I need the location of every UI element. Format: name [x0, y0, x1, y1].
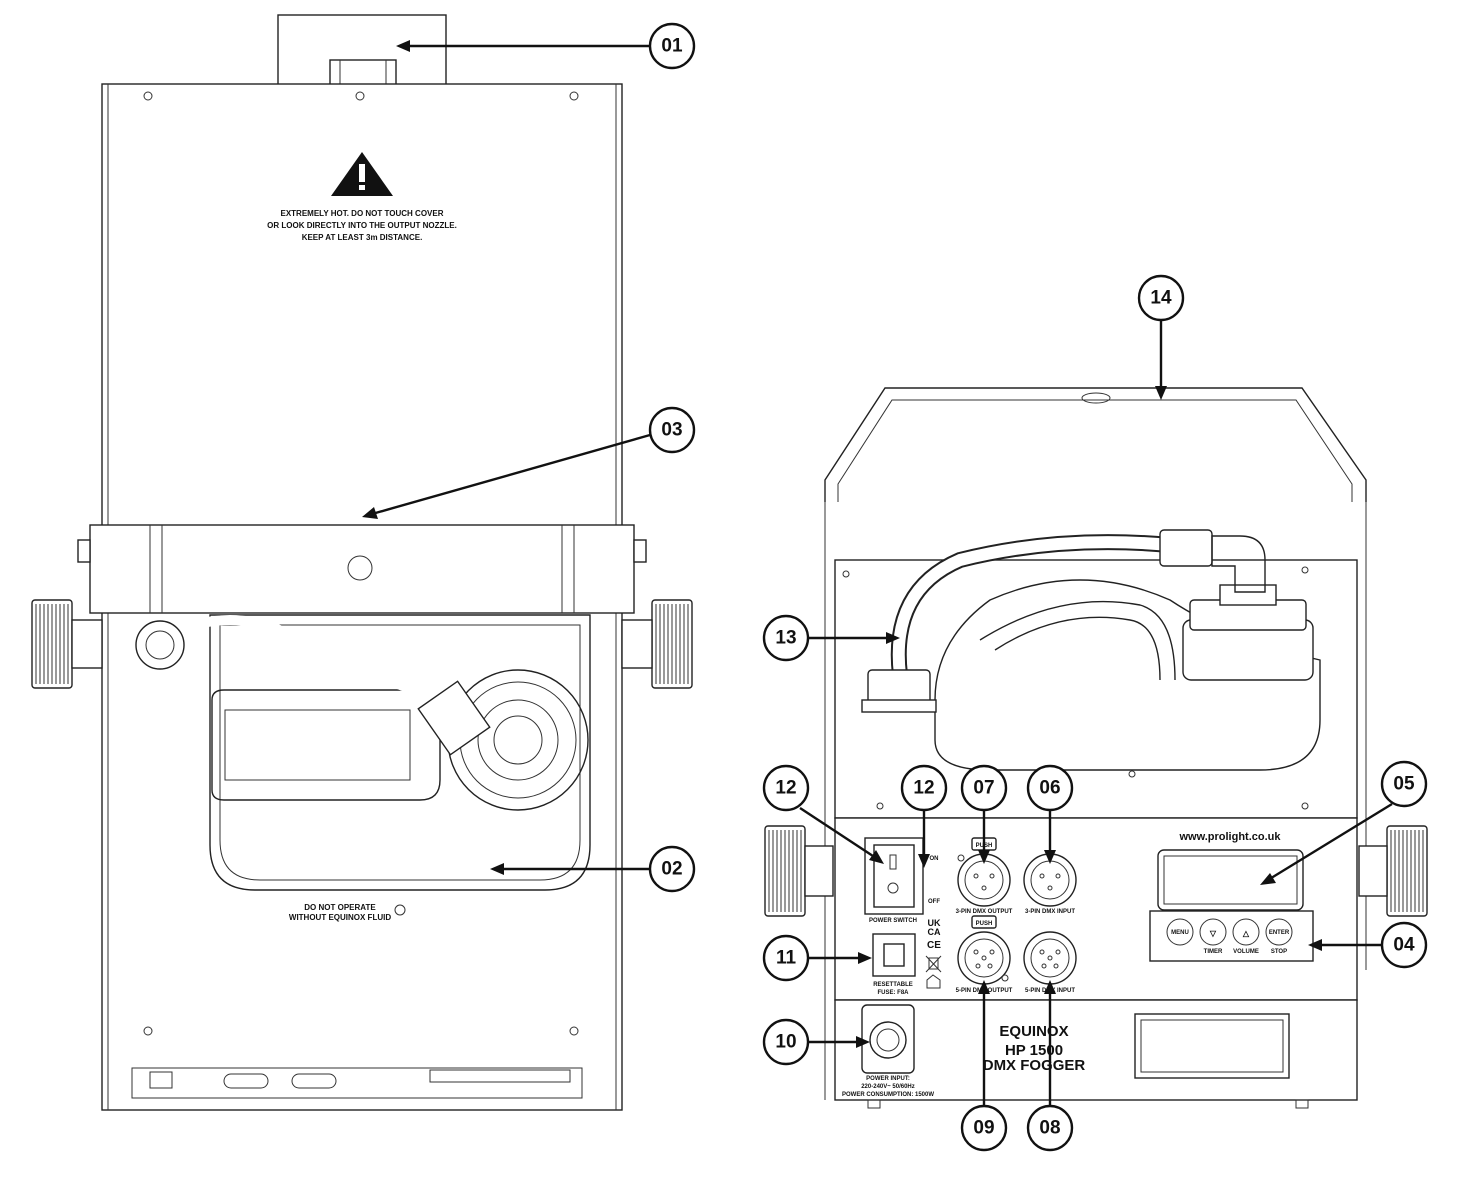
fuse-label-1: RESETTABLE — [873, 982, 913, 988]
power-switch[interactable] — [864, 837, 924, 915]
bracket-knob-right — [621, 599, 693, 689]
switch-on-label: ON — [930, 856, 939, 862]
callout-05: 05 — [1380, 760, 1428, 808]
top-view: EXTREMELY HOT. DO NOT TOUCH COVER OR LOO… — [31, 14, 693, 1111]
power-input-label-1: POWER INPUT: — [866, 1076, 910, 1082]
control-buttons-group — [1149, 910, 1314, 962]
power-switch-label: POWER SWITCH — [869, 918, 917, 924]
volume-label: VOLUME — [1233, 949, 1259, 955]
callout-12-right: 12 — [900, 764, 948, 812]
svg-text:06: 06 — [1039, 778, 1060, 799]
ukca-mark-bottom: CA — [928, 927, 941, 937]
product-label: DMX FOGGER — [983, 1057, 1086, 1074]
up-arrow-icon: △ — [1242, 929, 1250, 938]
label-plate — [1134, 1013, 1290, 1079]
ukca-mark-top: UK — [928, 918, 941, 928]
svg-text:03: 03 — [661, 420, 682, 441]
svg-text:11: 11 — [776, 948, 797, 969]
svg-text:10: 10 — [775, 1032, 796, 1053]
resettable-fuse[interactable] — [872, 933, 916, 977]
svg-text:12: 12 — [913, 778, 934, 799]
warning-line-3: KEEP AT LEAST 3m DISTANCE. — [302, 233, 423, 242]
power-input-label-3: POWER CONSUMPTION: 1500W — [842, 1092, 934, 1098]
brand-logo: EQUINOX — [999, 1023, 1068, 1040]
fuse-label-2: FUSE: F8A — [877, 990, 909, 996]
svg-text:01: 01 — [661, 36, 683, 57]
callout-07: 07 — [960, 764, 1008, 812]
model-label: HP 1500 — [1005, 1042, 1063, 1059]
enter-button[interactable]: ENTER — [1265, 918, 1293, 946]
push-label-bottom: PUSH — [976, 921, 993, 927]
rear-view: www.prolight.co.uk ON OFF POWER SWITCH R… — [764, 387, 1428, 1109]
callout-11: 11 — [762, 934, 810, 982]
timer-label: TIMER — [1204, 949, 1223, 955]
lcd-display — [1157, 849, 1304, 911]
callout-04: 04 — [1380, 921, 1428, 969]
power-input-label-2: 220-240V~ 50/60Hz — [861, 1084, 915, 1090]
menu-button[interactable]: MENU — [1166, 918, 1194, 946]
menu-button-label: MENU — [1171, 930, 1189, 936]
svg-text:02: 02 — [661, 859, 682, 880]
callout-03: 03 — [648, 406, 696, 454]
power-input-connector[interactable] — [861, 1004, 915, 1074]
stop-label: STOP — [1271, 949, 1287, 955]
svg-text:07: 07 — [973, 778, 994, 799]
fluid-note-line-2: WITHOUT EQUINOX FLUID — [289, 913, 391, 922]
svg-text:09: 09 — [973, 1118, 994, 1139]
callout-13: 13 — [762, 614, 810, 662]
switch-off-label: OFF — [928, 899, 940, 905]
ce-mark: CE — [927, 940, 941, 951]
callout-arrows — [362, 40, 1393, 1106]
enter-button-label: ENTER — [1269, 930, 1290, 936]
svg-text:13: 13 — [775, 628, 796, 649]
bottom-edge-connectors — [131, 1067, 583, 1099]
warning-line-2: OR LOOK DIRECTLY INTO THE OUTPUT NOZZLE. — [267, 221, 457, 230]
hanging-bracket — [77, 524, 647, 614]
fluid-tank — [135, 614, 591, 891]
down-button[interactable]: ▽ — [1199, 918, 1227, 946]
svg-text:12: 12 — [775, 778, 796, 799]
bracket-knob-left — [31, 599, 103, 689]
dmx-3pin-input-label: 3-PIN DMX INPUT — [1025, 909, 1075, 915]
rear-fluid-tank — [861, 529, 1321, 771]
indoor-use-icon — [926, 974, 941, 989]
callout-08: 08 — [1026, 1104, 1074, 1152]
callout-12-left: 12 — [762, 764, 810, 812]
callout-09: 09 — [960, 1104, 1008, 1152]
rear-knob-left — [764, 825, 834, 917]
hot-surface-warning-icon — [331, 152, 393, 196]
callout-01: 01 — [648, 22, 696, 70]
website-label: www.prolight.co.uk — [1178, 831, 1281, 843]
dmx-3pin-output-label: 3-PIN DMX OUTPUT — [956, 909, 1013, 915]
callout-02: 02 — [648, 845, 696, 893]
svg-text:04: 04 — [1393, 935, 1415, 956]
top-handle — [824, 387, 1367, 502]
down-arrow-icon: ▽ — [1209, 929, 1217, 938]
rear-knob-right — [1358, 825, 1428, 917]
callout-14: 14 — [1137, 274, 1185, 322]
svg-text:05: 05 — [1393, 774, 1415, 795]
svg-text:08: 08 — [1039, 1118, 1060, 1139]
fluid-note-line-1: DO NOT OPERATE — [304, 903, 376, 912]
warning-line-1: EXTREMELY HOT. DO NOT TOUCH COVER — [281, 209, 444, 218]
callout-10: 10 — [762, 1018, 810, 1066]
up-button[interactable]: △ — [1232, 918, 1260, 946]
svg-text:14: 14 — [1150, 288, 1172, 309]
weee-bin-icon — [925, 955, 942, 973]
callout-06: 06 — [1026, 764, 1074, 812]
